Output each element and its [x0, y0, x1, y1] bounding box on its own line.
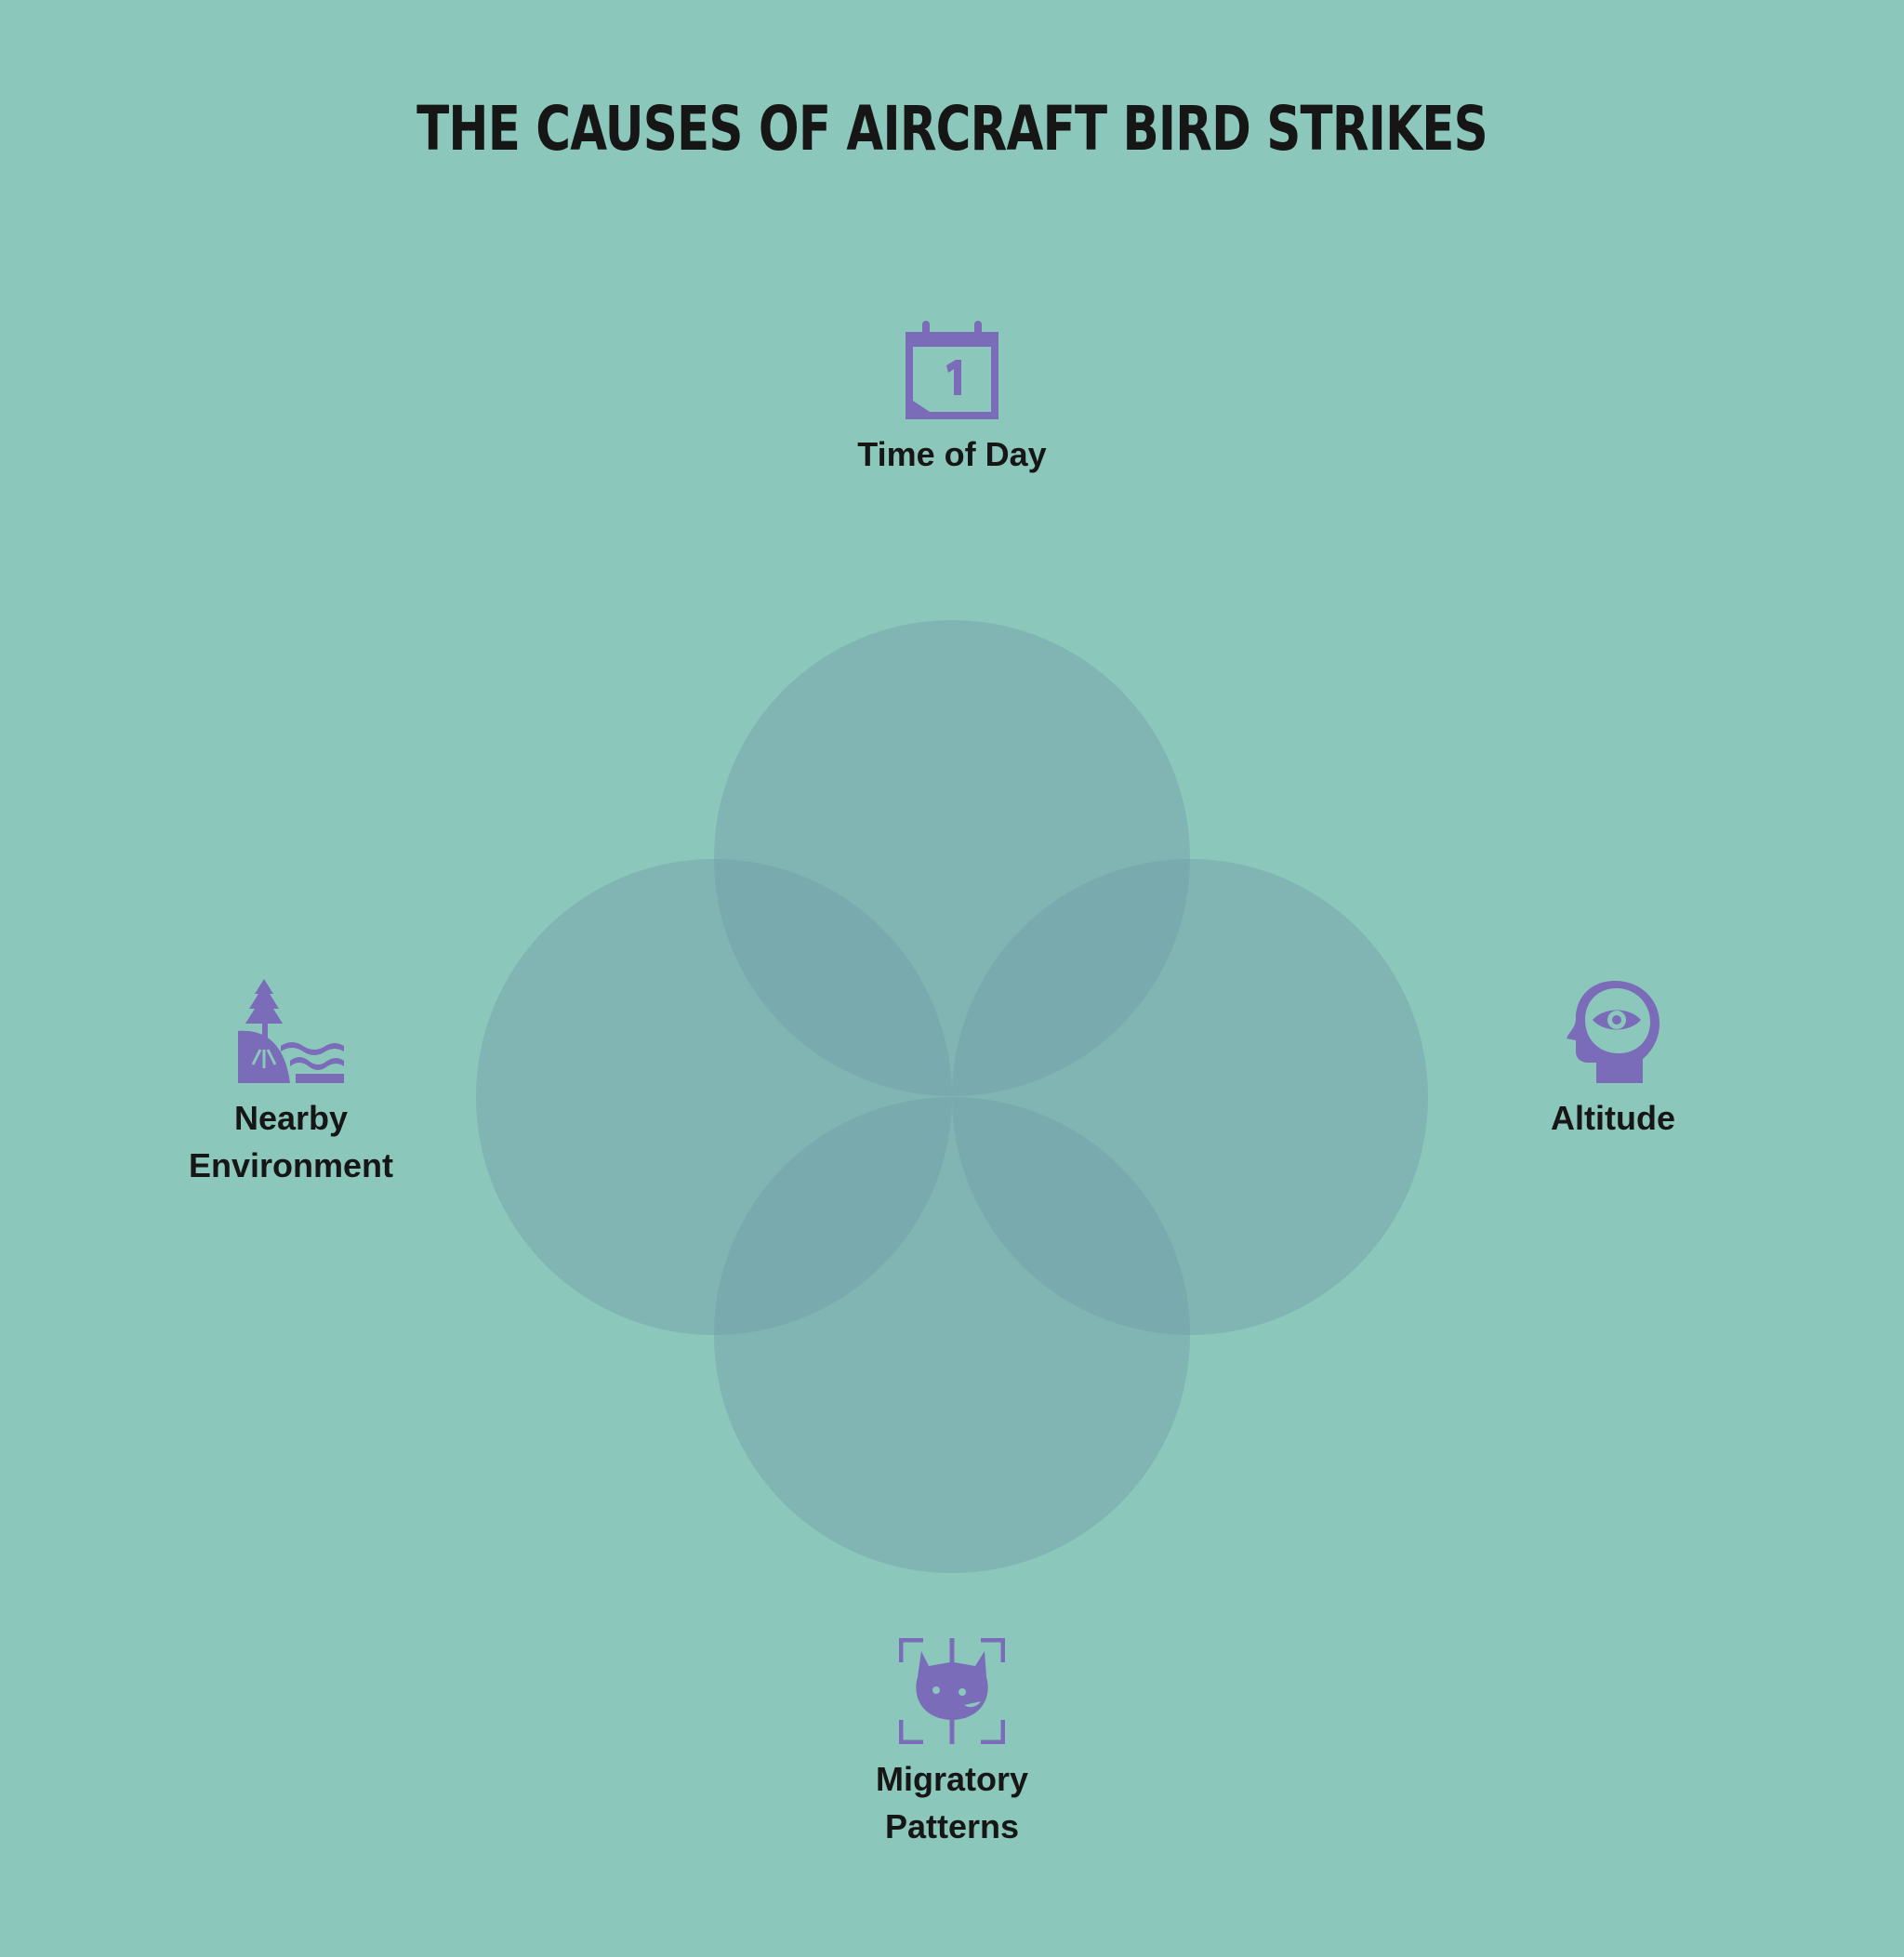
venn-circle-bottom — [714, 1097, 1190, 1573]
venn-circle-top — [714, 620, 1190, 1096]
factor-label: Nearby Environment — [188, 1099, 394, 1184]
head-eye-icon — [1567, 981, 1659, 1083]
diagram-title: THE CAUSES OF AIRCRAFT BIRD STRIKES — [416, 93, 1488, 165]
factor-label: Time of Day — [857, 435, 1047, 473]
cat-face-icon — [899, 1638, 1005, 1744]
venn-circle-right — [952, 859, 1428, 1335]
calendar-icon — [906, 321, 998, 419]
factor-label: Altitude — [1551, 1099, 1675, 1137]
factor-nearby-environment: Nearby Environment — [105, 979, 477, 1189]
factor-migratory-patterns: Migratory Patterns — [766, 1638, 1138, 1850]
tree-water-icon — [238, 979, 344, 1083]
factor-time-of-day: Time of Day — [766, 321, 1138, 478]
venn-circle-left — [476, 859, 952, 1335]
factor-label: Migratory Patterns — [875, 1760, 1029, 1845]
factor-altitude: Altitude — [1427, 979, 1799, 1142]
